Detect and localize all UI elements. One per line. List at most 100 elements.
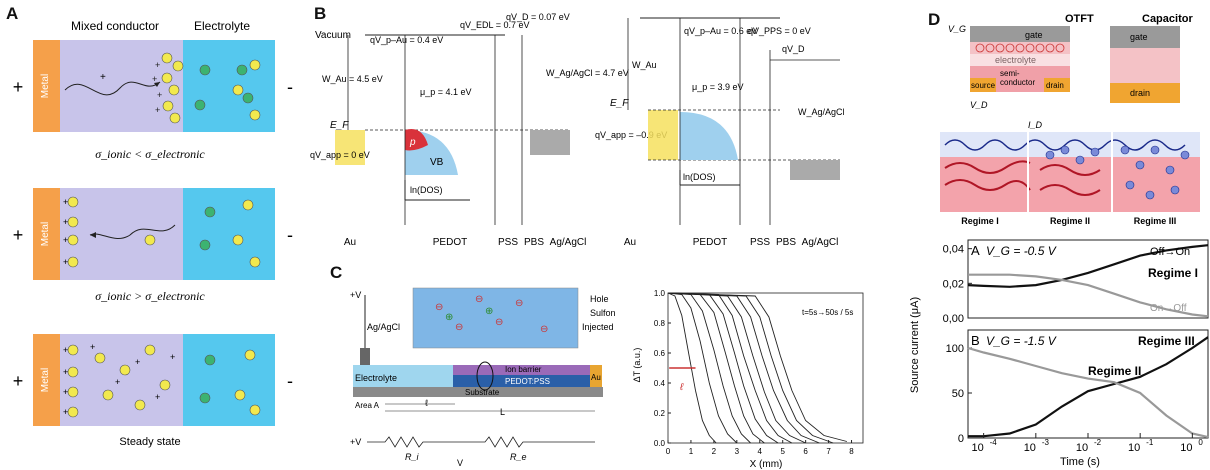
svg-text:+: + xyxy=(63,235,68,245)
svg-text:PEDOT: PEDOT xyxy=(693,237,727,248)
diffusion-curve-4 xyxy=(667,292,765,444)
qv-d-label-2: qV_D xyxy=(782,44,805,54)
series-A-2 xyxy=(968,273,1209,318)
otft-label: OTFT xyxy=(1065,13,1094,25)
w-au-label: W_Au = 4.5 eV xyxy=(322,74,383,84)
minus-sign: - xyxy=(287,77,293,97)
svg-text:Regime I: Regime I xyxy=(961,216,999,226)
y-tick-label: 50 xyxy=(952,388,964,400)
area-label: Area A xyxy=(355,401,380,410)
subplot-frame-A xyxy=(967,239,1209,319)
annotation-regime-i: Regime I xyxy=(1148,266,1198,280)
y-tick-label: 0.4 xyxy=(654,379,666,388)
x-tick-label: 0 xyxy=(666,447,671,456)
gate-label: gate xyxy=(1025,30,1043,40)
svg-text:Ag/AgCl: Ag/AgCl xyxy=(550,237,587,248)
series-A-1 xyxy=(967,244,1209,288)
row-1: Metal + - + ++++ xyxy=(13,40,293,132)
svg-text:Au: Au xyxy=(344,237,356,248)
ef-label: E_F xyxy=(330,120,349,131)
x-tick-exponent: 0 xyxy=(1198,438,1203,447)
series-B-2 xyxy=(967,346,1209,439)
svg-text:+: + xyxy=(115,377,120,387)
x-tick-label: 5 xyxy=(780,447,785,456)
re-label: R_e xyxy=(510,452,527,462)
x-tick-label: 10 xyxy=(1024,442,1036,454)
annotation-regime-ii: Regime II xyxy=(1088,364,1141,378)
lndos-label-2: ln(DOS) xyxy=(683,172,716,182)
regimes-strip: Regime I Regime II Regime III xyxy=(940,132,1200,226)
qv-app-label: qV_app = 0 eV xyxy=(310,150,370,160)
diffusion-curve-6 xyxy=(667,292,793,444)
caption-3: Steady state xyxy=(119,436,180,448)
qv-pps-label: qV_PPS = 0 eV xyxy=(748,26,811,36)
svg-text:Au: Au xyxy=(624,237,636,248)
cation-legend: Injected cation xyxy=(582,322,615,332)
diffusion-curve-2 xyxy=(667,292,738,444)
x-tick-label: 6 xyxy=(803,447,808,456)
mu-p-label-2: μ_p = 3.9 eV xyxy=(692,82,743,92)
y-tick-label: 1.0 xyxy=(654,289,666,298)
chart-c-xlabel: X (mm) xyxy=(750,459,783,470)
svg-text:⊖: ⊖ xyxy=(495,317,503,328)
chart-c-ylabel: ΔT (a.u.) xyxy=(632,348,642,383)
svg-text:+: + xyxy=(135,357,140,367)
x-tick-label: 10 xyxy=(1076,442,1088,454)
au-c-label: Au xyxy=(591,373,601,382)
y-tick-label: 0.8 xyxy=(654,319,666,328)
svg-text:⊖: ⊖ xyxy=(515,298,523,309)
chart-c-annotation: t=5s→50s / 5s xyxy=(802,308,853,317)
chart-d-ylabel: Source current (μA) xyxy=(909,297,921,393)
svg-text:⊖: ⊖ xyxy=(475,294,483,305)
panel-d-letter: D xyxy=(928,10,941,29)
svg-text:PBS: PBS xyxy=(524,237,544,248)
caption-1: σ_ionic < σ_electronic xyxy=(95,147,205,161)
lndos-label: ln(DOS) xyxy=(410,185,443,195)
svg-text:PSS: PSS xyxy=(750,237,770,248)
diffusion-curve-10 xyxy=(667,292,848,442)
w-agcl-label-2: W_Ag/AgCl xyxy=(798,107,845,117)
sulfonate-legend: Sulfonate xyxy=(590,308,615,318)
semi-label: semi-conductor xyxy=(1000,69,1035,87)
x-tick-label: 8 xyxy=(849,447,854,456)
panel-c-letter: C xyxy=(330,263,343,282)
mu-p-label: μ_p = 4.1 eV xyxy=(420,87,471,97)
panel-d-device-diagram: OTFT Capacitor V_G gate electrolyte sour… xyxy=(940,13,1200,226)
svg-text:⊕: ⊕ xyxy=(485,306,493,317)
ion-barrier-label: Ion barrier xyxy=(505,365,542,374)
plus-sign-3: + xyxy=(13,371,24,391)
chart-c-ell: ℓ xyxy=(679,382,684,393)
x-tick-exponent: -4 xyxy=(990,438,998,447)
row-2: Metal + - ++++ xyxy=(13,188,293,280)
plus-sign-2: + xyxy=(13,225,24,245)
svg-text:+: + xyxy=(155,392,160,402)
diffusion-curve-3 xyxy=(667,292,751,444)
x-tick-exponent: -2 xyxy=(1094,438,1102,447)
w-au-label-2: W_Au xyxy=(632,60,657,70)
row-3: Metal + - +++++++++ xyxy=(13,334,293,426)
metal-label-3: Metal xyxy=(40,368,51,392)
minus-sign-3: - xyxy=(287,371,293,391)
x-tick-exponent: -1 xyxy=(1146,438,1154,447)
y-tick-label: 0.6 xyxy=(654,349,666,358)
diffusion-curve-9 xyxy=(667,292,834,444)
pedot-label: PEDOT:PSS xyxy=(505,377,550,386)
y-tick-label: 0,04 xyxy=(943,244,964,256)
metal-label: Metal xyxy=(40,74,51,98)
x-tick-label: 7 xyxy=(826,447,831,456)
plus-sign: + xyxy=(13,77,24,97)
vd-label: V_D xyxy=(970,100,988,110)
cap-drain-label: drain xyxy=(1130,88,1150,98)
vacuum-label: Vacuum xyxy=(315,30,351,41)
subplot-label-B: V_G = -1.5 V xyxy=(986,334,1057,348)
svg-text:+: + xyxy=(63,257,68,267)
substrate-label: Substrate xyxy=(465,388,500,397)
svg-text:Regime III: Regime III xyxy=(1134,216,1177,226)
ef-label-2: E_F xyxy=(610,98,629,109)
subplot-label-A: V_G = -0.5 V xyxy=(986,244,1057,258)
qv-pau-label-2: qV_p–Au = 0.6 eV xyxy=(684,26,757,36)
y-tick-label: 100 xyxy=(946,343,964,355)
chart-d-xlabel: Time (s) xyxy=(1060,456,1100,468)
ion-cluster-1 xyxy=(161,52,261,124)
id-label: I_D xyxy=(1028,120,1043,130)
